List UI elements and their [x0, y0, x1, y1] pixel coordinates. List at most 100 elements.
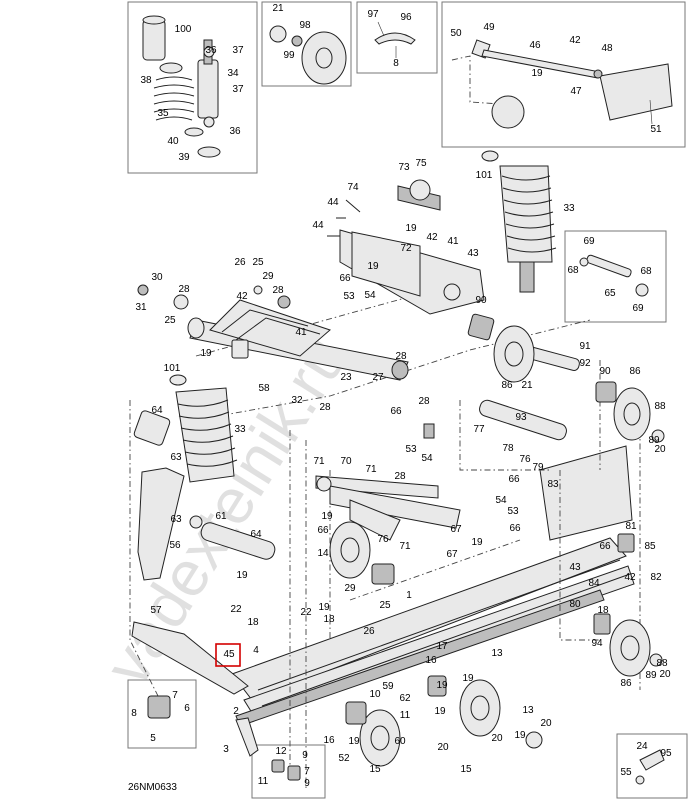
inset-wheel-parts: [269, 25, 347, 85]
part-number-label: 28: [319, 402, 331, 413]
part-number-label: 101: [164, 363, 181, 374]
part-number-label: 69: [632, 303, 644, 314]
part-number-label: 72: [400, 243, 412, 254]
part-number-label: 32: [291, 395, 303, 406]
part-number-label: 96: [400, 12, 412, 23]
inset-bracket-parts: [374, 21, 416, 58]
part-number-label: 49: [483, 22, 495, 33]
part-number-label: 57: [150, 605, 162, 616]
part-number-label: 21: [272, 3, 284, 14]
part-number-label: 100: [175, 24, 192, 35]
part-number-label: 7: [304, 766, 310, 777]
part-number-label: 27: [372, 372, 384, 383]
part-number-label: 25: [252, 257, 264, 268]
part-number-label: 39: [178, 152, 190, 163]
part-number-label: 65: [604, 288, 616, 299]
part-number-label: 11: [258, 776, 269, 787]
part-number-label: 63: [170, 452, 182, 463]
part-number-label: 55: [620, 767, 632, 778]
part-number-label: 66: [317, 525, 329, 536]
part-number-label: 20: [491, 733, 503, 744]
part-number-label: 30: [151, 272, 163, 283]
part-number-label: 16: [425, 655, 437, 666]
slide-rail-frame: [231, 445, 635, 757]
part-number-label: 2: [233, 706, 239, 717]
part-number-label: 90: [599, 366, 611, 377]
part-number-label: 66: [390, 406, 402, 417]
part-number-label: 19: [531, 68, 543, 79]
part-number-label: 76: [377, 534, 389, 545]
axles: [189, 254, 649, 560]
part-number-label: 83: [547, 479, 559, 490]
part-number-label: 41: [447, 236, 459, 247]
part-number-label: 11: [400, 710, 411, 721]
part-number-label: 37: [232, 45, 244, 56]
part-number-label: 26: [363, 626, 375, 637]
part-number-label: 76: [519, 454, 531, 465]
part-number-label: 54: [495, 495, 507, 506]
wheel-front-upper: [493, 325, 535, 383]
part-number-label: 84: [588, 578, 600, 589]
part-number-label: 45: [223, 649, 235, 660]
part-number-label: 28: [394, 471, 406, 482]
part-number-label: 42: [569, 35, 581, 46]
part-number-label: 89: [648, 435, 660, 446]
part-number-label: 36: [229, 126, 241, 137]
wheel-center: [329, 521, 371, 579]
part-number-label: 58: [258, 383, 270, 394]
part-number-label: 7: [172, 690, 178, 701]
part-number-label: 81: [625, 521, 637, 532]
part-number-label: 86: [501, 380, 513, 391]
part-number-label: 28: [178, 284, 190, 295]
part-number-label: 77: [473, 424, 485, 435]
part-number-label: 48: [601, 43, 613, 54]
part-number-label: 54: [364, 290, 376, 301]
part-number-label: 28: [418, 396, 430, 407]
part-number-label: 56: [169, 540, 181, 551]
part-number-label: 19: [405, 223, 417, 234]
part-number-label: 53: [343, 291, 355, 302]
part-number-label: 19: [367, 261, 379, 272]
part-number-label: 29: [262, 271, 274, 282]
part-number-label: 41: [295, 327, 307, 338]
part-number-label: 19: [236, 570, 248, 581]
part-number-label: 3: [223, 744, 229, 755]
part-number-label: 53: [507, 506, 519, 517]
part-number-label: 69: [583, 236, 595, 247]
part-number-label: 99: [283, 50, 295, 61]
part-number-label: 63: [170, 514, 182, 525]
part-number-label: 82: [650, 572, 662, 583]
part-number-label: 20: [540, 718, 552, 729]
part-number-label: 25: [379, 600, 391, 611]
part-number-label: 74: [347, 182, 359, 193]
wheel-bottom-left: [359, 709, 401, 767]
part-number-label: 47: [570, 86, 582, 97]
part-number-label: 70: [340, 456, 352, 467]
part-number-label: 19: [434, 706, 446, 717]
part-number-label: 86: [620, 678, 632, 689]
part-number-label: 46: [529, 40, 541, 51]
part-number-label: 25: [164, 315, 176, 326]
part-number-label: 14: [317, 548, 329, 559]
part-number-label: 5: [150, 733, 156, 744]
part-number-label: 24: [636, 741, 648, 752]
rear-shock-boot: [133, 374, 238, 483]
part-number-label: 79: [532, 462, 544, 473]
part-number-label: 43: [569, 562, 581, 573]
part-number-label: 68: [640, 266, 652, 277]
inset-front-arm-parts: [451, 39, 673, 129]
part-number-label: 94: [591, 638, 603, 649]
part-number-label: 42: [426, 232, 438, 243]
part-number-label: 53: [405, 444, 417, 455]
part-number-label: 61: [215, 511, 227, 522]
part-number-label: 73: [398, 162, 410, 173]
part-number-label: 18: [597, 605, 609, 616]
part-number-label: 21: [521, 380, 533, 391]
part-number-label: 33: [563, 203, 575, 214]
part-number-label: 52: [338, 753, 350, 764]
part-number-label: 75: [415, 158, 427, 169]
part-number-label: 66: [509, 523, 521, 534]
part-number-label: 42: [624, 572, 636, 583]
